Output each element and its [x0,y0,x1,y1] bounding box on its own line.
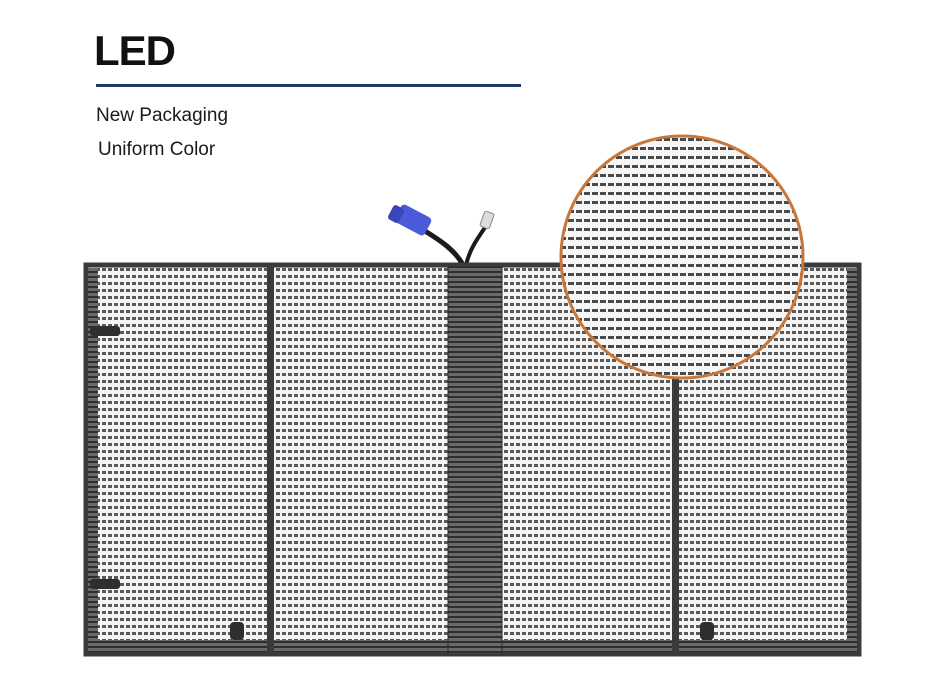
power-connector-icon [388,204,432,236]
power-cable [418,224,488,267]
feature-new-packaging: New Packaging [96,105,229,126]
network-connector-icon [479,210,495,230]
page-title: LED [94,27,176,74]
title-divider [96,84,521,87]
feature-uniform-color: Uniform Color [98,139,216,160]
magnifier-detail [559,134,805,380]
